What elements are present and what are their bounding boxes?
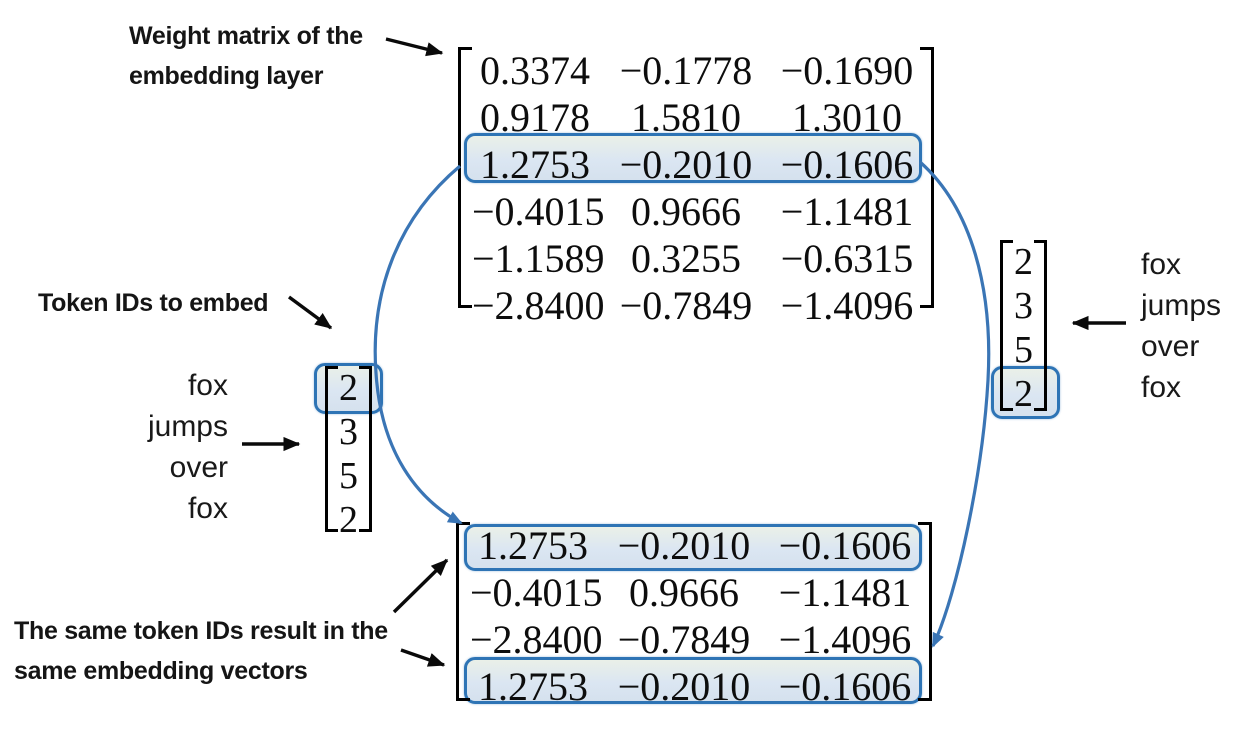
vector-bracket-right <box>359 366 372 532</box>
output-matrix-highlight-row-1 <box>464 524 922 571</box>
matrix-bracket-left <box>458 47 472 308</box>
matrix-cell: 1.3010 <box>792 95 902 140</box>
matrix-cell: −0.1606 <box>778 523 912 568</box>
matrix-row: 0.3374 −0.1778 −0.1690 <box>472 47 920 94</box>
output-embedding-matrix: 1.2753 −0.2010 −0.1606 −0.4015 0.9666 −1… <box>456 522 932 709</box>
token-word: jumps <box>147 410 228 443</box>
matrix-cell: −2.8400 <box>472 283 605 328</box>
token-word: over <box>1141 330 1200 363</box>
output-matrix-highlight-row-4 <box>464 657 922 704</box>
token-word: fox <box>1141 371 1182 404</box>
vector-bracket-right <box>1034 240 1047 411</box>
token-word: fox <box>1141 248 1182 281</box>
arrow-same-label-to-row1 <box>392 558 449 614</box>
matrix-cell: 0.9666 <box>629 570 739 615</box>
token-id: 5 <box>339 455 358 497</box>
matrix-bracket-right <box>918 522 932 701</box>
matrix-row-highlighted: 1.2753 −0.2010 −0.1606 <box>472 141 920 188</box>
token-id: 3 <box>339 411 358 453</box>
matrix-cell: −0.1606 <box>780 142 914 187</box>
token-id: 2 <box>339 499 358 541</box>
matrix-row: 0.9178 1.5810 1.3010 <box>472 94 920 141</box>
embedding-weight-matrix: 0.3374 −0.1778 −0.1690 0.9178 1.5810 1.3… <box>458 47 934 328</box>
weight-matrix-label-line2: embedding layer <box>129 62 324 90</box>
matrix-cell: −0.1606 <box>778 664 912 709</box>
token-id: 2 <box>1014 241 1033 283</box>
same-token-ids-label-line1: The same token IDs result in the <box>14 617 388 645</box>
matrix-row: −2.8400 −0.7849 −1.4096 <box>472 282 920 329</box>
token-ids-label: Token IDs to embed <box>38 283 269 323</box>
arrow-weight-label-to-matrix <box>385 37 444 57</box>
same-token-ids-label: The same token IDs result in the same em… <box>14 611 388 691</box>
matrix-row: −1.1589 0.3255 −0.6315 <box>472 235 920 282</box>
matrix-cell: 1.5810 <box>631 95 741 140</box>
weight-matrix-label-line1: Weight matrix of the <box>129 22 363 50</box>
matrix-cell: −0.2010 <box>617 664 751 709</box>
matrix-cell: 0.9178 <box>480 95 590 140</box>
token-word: over <box>169 451 228 484</box>
matrix-row-highlighted: 1.2753 −0.2010 −0.1606 <box>470 522 918 569</box>
token-word: fox <box>187 369 228 402</box>
token-ids-label-text: Token IDs to embed <box>38 289 269 317</box>
matrix-cell: −1.4096 <box>778 617 912 662</box>
token-id: 3 <box>1014 285 1033 327</box>
matrix-cell: 0.3255 <box>631 236 741 281</box>
arrow-same-label-to-row4 <box>400 648 446 667</box>
matrix-cell: −0.4015 <box>472 189 605 234</box>
matrix-cell: −2.8400 <box>470 617 603 662</box>
right-token-ids-vector: 2 3 5 2 <box>991 240 1060 419</box>
vector-bracket-left <box>1000 240 1013 411</box>
matrix-cell: −1.1589 <box>472 236 605 281</box>
matrix-row: −0.4015 0.9666 −1.1481 <box>470 569 918 616</box>
matrix-cell: 1.2753 <box>480 142 590 187</box>
weight-matrix-highlight-row <box>464 133 922 183</box>
matrix-cell: −0.7849 <box>617 617 751 662</box>
token-word: fox <box>187 492 228 525</box>
matrix-cell: −0.2010 <box>619 142 753 187</box>
left-token-words: fox jumps over fox <box>58 365 228 529</box>
blue-curve-left-mapping <box>373 164 463 525</box>
matrix-bracket-right <box>920 47 934 308</box>
matrix-cell: 0.3374 <box>480 48 590 93</box>
left-token-ids-vector: 2 3 5 2 <box>314 363 383 541</box>
matrix-cell: −1.1481 <box>780 189 914 234</box>
matrix-cell: 0.9666 <box>631 189 741 234</box>
matrix-row: −2.8400 −0.7849 −1.4096 <box>470 616 918 663</box>
arrow-token-label-to-vector <box>287 295 333 330</box>
matrix-cell: 1.2753 <box>478 523 588 568</box>
matrix-row: −0.4015 0.9666 −1.1481 <box>472 188 920 235</box>
vector-bracket-left <box>325 366 338 532</box>
matrix-cell: −0.1690 <box>780 48 914 93</box>
matrix-cell: −1.1481 <box>778 570 912 615</box>
same-token-ids-label-line2: same embedding vectors <box>14 657 308 685</box>
matrix-cell: −0.7849 <box>619 283 753 328</box>
token-id: 5 <box>1014 329 1033 371</box>
token-word: jumps <box>1141 289 1222 322</box>
matrix-cell: −0.6315 <box>780 236 914 281</box>
token-id-highlighted: 2 <box>1014 373 1033 415</box>
matrix-cell: −0.1778 <box>619 48 753 93</box>
matrix-cell: −0.4015 <box>470 570 603 615</box>
matrix-cell: −1.4096 <box>780 283 914 328</box>
matrix-row-highlighted: 1.2753 −0.2010 −0.1606 <box>470 663 918 710</box>
token-id-highlighted: 2 <box>339 367 358 409</box>
matrix-bracket-left <box>456 522 470 701</box>
weight-matrix-label: Weight matrix of the embedding layer <box>129 16 363 96</box>
right-token-words: fox jumps over fox <box>1141 244 1221 408</box>
matrix-cell: 1.2753 <box>478 664 588 709</box>
matrix-cell: −0.2010 <box>617 523 751 568</box>
